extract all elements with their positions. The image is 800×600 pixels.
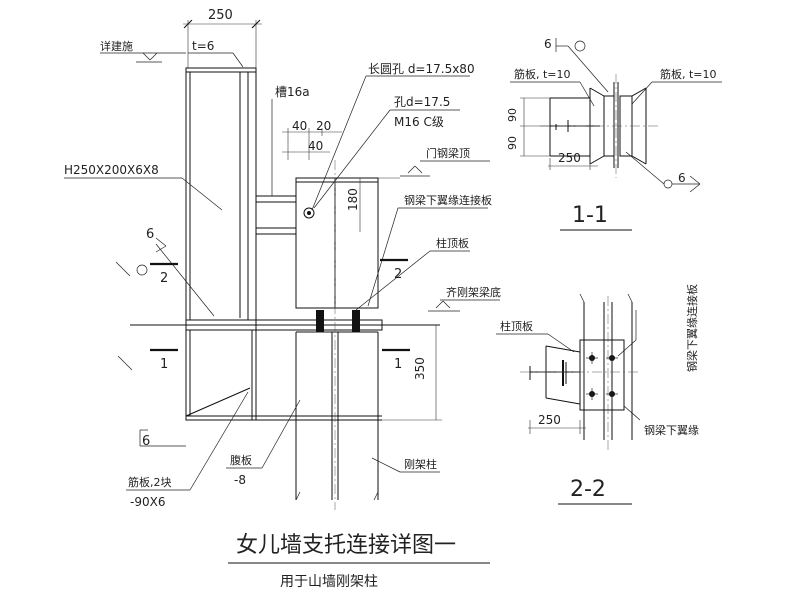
col-cap-label: 柱顶板 [436,236,469,250]
frame-col-label: 刚架柱 [404,457,437,471]
section-2-2-title: 2-2 [570,477,606,502]
dim-40-a: 40 [292,119,307,133]
rib-right-label: 筋板, t=10 [660,67,717,81]
section-1-1-title: 1-1 [572,203,608,228]
dim-20: 20 [316,119,331,133]
weld-6-a-label: 6 [544,37,552,51]
web-plate-size: -8 [234,473,246,487]
stiffener-label: 筋板,2块 [128,475,172,489]
section-2-marker: 2 [394,267,402,282]
plate-thickness-label: t=6 [192,39,214,53]
channel-label: 槽16a [275,85,310,99]
bolt-label: M16 C级 [394,115,444,129]
col-cap-2-2-label: 柱顶板 [500,319,533,333]
ref-arch-label: 详建施 [100,39,133,53]
dim-40-b: 40 [308,139,323,153]
weld-6-b-label: 6 [678,171,686,185]
stiffener-size: -90X6 [130,495,165,509]
section-1-1: 6 筋板, t=10 筋板, t=10 90 [506,37,722,231]
frame-beam-bottom-label: 齐刚架梁底 [446,285,501,299]
section-1-marker-left: 1 [160,357,168,372]
section-size-label: H250X200X6X8 [64,163,159,177]
drawing-title: 女儿墙支托连接详图一 [236,533,456,558]
dim-350: 350 [413,357,427,380]
main-elevation: 250 t=6 详建施 H250X200X6X8 槽16a 长圆孔 [64,8,501,590]
dim-180: 180 [346,188,360,211]
dim-250-1-1: 250 [558,151,581,165]
dim-250-top: 250 [208,8,233,23]
section-2-marker-left: 2 [160,271,168,286]
section-1-marker: 1 [394,357,402,372]
slot-hole-label: 长圆孔 d=17.5x80 [368,62,475,76]
drawing-subtitle: 用于山墙刚架柱 [280,574,378,590]
dim-90-a: 90 [506,108,519,122]
web-plate-label: 腹板 [230,453,252,467]
beam-conn-plate-label: 钢梁下翼缘连接板 [404,193,492,207]
hole-label: 孔d=17.5 [394,95,450,109]
rib-left-label: 筋板, t=10 [514,67,571,81]
dim-90-b: 90 [506,136,519,150]
beam-top-label: 门钢梁顶 [426,146,470,160]
weld-size-6-lower: 6 [142,434,150,449]
weld-size-6-upper: 6 [146,227,154,242]
beam-flange-label: 钢梁下翼缘 [644,423,699,437]
dim-250-2-2: 250 [538,413,561,427]
section-2-2: 柱顶板 钢梁下翼缘连接板 钢梁下翼缘 [496,284,699,505]
beam-conn-plate-2-2-label: 钢梁下翼缘连接板 [685,284,699,372]
